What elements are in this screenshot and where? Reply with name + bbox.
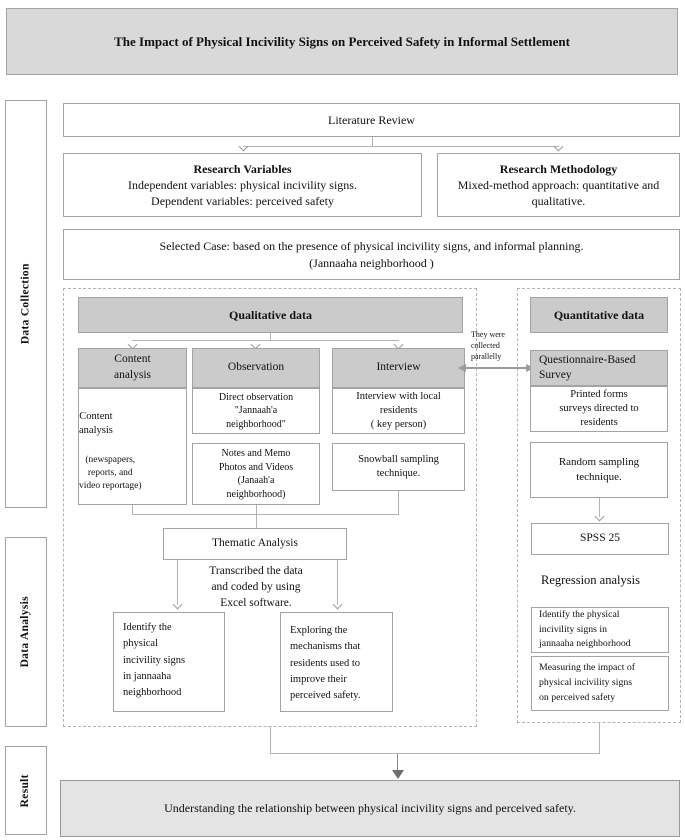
- printed-forms-text: Printed forms surveys directed to reside…: [559, 388, 639, 429]
- qualitative-container: [63, 288, 477, 727]
- arrow-down-solid-icon: [391, 770, 404, 779]
- connector-line: [398, 491, 400, 515]
- research-methodology-body: Mixed-method approach: quantitative and …: [457, 177, 660, 209]
- result-box: Understanding the relationship between p…: [60, 780, 680, 837]
- stage-result: Result: [5, 746, 47, 835]
- quant-identify-signs-box: Identify the physical incivility signs i…: [531, 607, 669, 653]
- notes-memo-text: Notes and Memo Photos and Videos (Janaah…: [218, 448, 294, 500]
- exploring-mechanisms-text: Exploring the mechanisms that residents …: [290, 625, 361, 702]
- spss-box: SPSS 25: [531, 523, 669, 555]
- quant-identify-signs-text: Identify the physical incivility signs i…: [539, 608, 631, 650]
- observation-header: Observation: [192, 348, 320, 388]
- parallel-arrow-line: [464, 367, 528, 369]
- connector-line: [599, 723, 601, 754]
- research-variables-box: Research Variables Independent variables…: [63, 153, 422, 217]
- connector-line: [270, 753, 600, 755]
- stage-data-collection-label: Data Collection: [19, 263, 32, 345]
- questionnaire-survey-box: Questionnaire-Based Survey: [530, 350, 668, 386]
- thematic-analysis-note: Transcribed the data and coded by using …: [209, 565, 303, 610]
- connector-line: [132, 514, 399, 516]
- content-analysis-sources: (newspapers, reports, and video reportag…: [79, 454, 142, 491]
- arrow-down-icon: [553, 141, 564, 152]
- connector-line: [372, 137, 374, 146]
- quantitative-data-label: Quantitative data: [553, 307, 645, 322]
- connector-line: [337, 560, 339, 605]
- snowball-sampling-box: Snowball sampling technique.: [332, 443, 465, 491]
- spss-label: SPSS 25: [580, 532, 620, 545]
- connector-line: [256, 505, 258, 515]
- selected-case-text: Selected Case: based on the presence of …: [159, 239, 584, 270]
- content-analysis-header-label: Content analysis: [113, 353, 152, 381]
- interview-residents-box: Interview with local residents ( key per…: [332, 388, 465, 434]
- diagram-title: The Impact of Physical Incivility Signs …: [6, 8, 678, 75]
- notes-memo-box: Notes and Memo Photos and Videos (Janaah…: [192, 443, 320, 505]
- questionnaire-survey-label: Questionnaire-Based Survey: [539, 354, 636, 381]
- connector-line: [132, 340, 399, 342]
- connector-line: [270, 333, 272, 341]
- direct-observation-box: Direct observation "Jannaah'a neighborho…: [192, 388, 320, 434]
- quantitative-container: [517, 288, 681, 723]
- interview-header-label: Interview: [376, 361, 421, 374]
- result-text: Understanding the relationship between p…: [164, 801, 576, 816]
- connector-line: [270, 727, 272, 754]
- identify-signs-box: Identify the physical incivility signs i…: [113, 612, 225, 712]
- exploring-mechanisms-box: Exploring the mechanisms that residents …: [280, 612, 393, 712]
- qualitative-data-header: Qualitative data: [78, 297, 463, 333]
- arrow-left-icon: [458, 363, 466, 372]
- interview-residents-text: Interview with local residents ( key per…: [356, 390, 441, 431]
- arrow-down-icon: [238, 141, 249, 152]
- quantitative-data-header: Quantitative data: [530, 297, 668, 333]
- random-sampling-box: Random sampling technique.: [530, 442, 668, 498]
- snowball-sampling-text: Snowball sampling technique.: [358, 453, 439, 479]
- parallel-collection-note: They were collected parallelly: [471, 330, 505, 362]
- connector-line: [243, 146, 559, 148]
- direct-observation-text: Direct observation "Jannaah'a neighborho…: [218, 391, 294, 430]
- research-variables-heading: Research Variables: [193, 161, 292, 176]
- content-analysis-body-box: Content analysis (newspapers, reports, a…: [78, 388, 187, 505]
- stage-data-analysis: Data Analysis: [5, 537, 47, 727]
- stage-data-analysis-label: Data Analysis: [19, 596, 32, 668]
- random-sampling-text: Random sampling technique.: [558, 456, 640, 483]
- connector-line: [397, 754, 399, 771]
- identify-signs-text: Identify the physical incivility signs i…: [123, 622, 186, 699]
- measuring-impact-box: Measuring the impact of physical incivil…: [531, 656, 669, 711]
- selected-case-box: Selected Case: based on the presence of …: [63, 229, 680, 280]
- content-analysis-header: Content analysis: [78, 348, 187, 388]
- connector-line: [177, 560, 179, 605]
- research-methodology-heading: Research Methodology: [499, 161, 618, 176]
- thematic-analysis-label: Thematic Analysis: [212, 537, 298, 550]
- research-methodology-box: Research Methodology Mixed-method approa…: [437, 153, 680, 217]
- stage-data-collection: Data Collection: [5, 100, 47, 508]
- measuring-impact-text: Measuring the impact of physical incivil…: [539, 662, 636, 703]
- connector-line: [132, 505, 134, 515]
- connector-line: [599, 498, 601, 517]
- research-variables-body: Independent variables: physical incivili…: [128, 177, 357, 209]
- qualitative-data-label: Qualitative data: [229, 307, 312, 322]
- observation-header-label: Observation: [227, 361, 285, 374]
- literature-review-label: Literature Review: [328, 112, 415, 127]
- connector-line: [256, 514, 258, 528]
- regression-analysis-label: Regression analysis: [541, 573, 640, 587]
- printed-forms-box: Printed forms surveys directed to reside…: [530, 386, 668, 432]
- interview-header: Interview: [332, 348, 465, 388]
- diagram-title-text: The Impact of Physical Incivility Signs …: [114, 33, 570, 49]
- stage-result-label: Result: [19, 773, 32, 808]
- content-analysis-text: Content analysis: [79, 410, 113, 436]
- literature-review-box: Literature Review: [63, 103, 680, 137]
- thematic-analysis-box: Thematic Analysis: [163, 528, 347, 560]
